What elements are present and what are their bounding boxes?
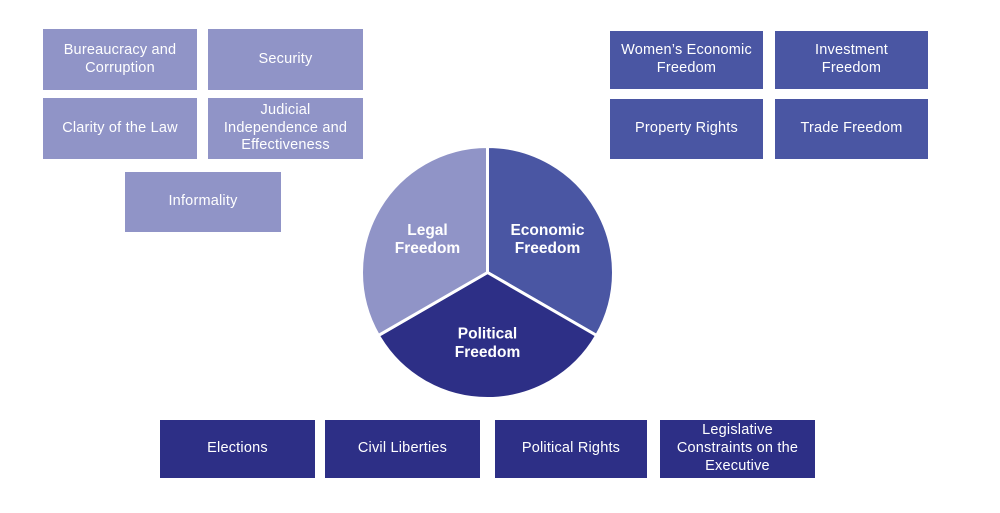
box-label: Clarity of the Law bbox=[62, 119, 178, 136]
pie-slice-legal-freedom bbox=[360, 145, 489, 337]
box-bureaucracy-and-corruption: Bureaucracy and Corruption bbox=[43, 29, 197, 90]
box-label: Bureaucracy and Corruption bbox=[63, 41, 177, 76]
box-label: Security bbox=[258, 50, 313, 67]
box-label: Informality bbox=[168, 193, 238, 210]
box-informality: Informality bbox=[125, 172, 281, 232]
box-label: Elections bbox=[207, 440, 268, 457]
pie-slice-economic-freedom bbox=[486, 145, 615, 337]
box-judicial-independence-and-effectiveness: Judicial Independence and Effectiveness bbox=[208, 98, 363, 159]
box-political-rights: Political Rights bbox=[495, 420, 647, 478]
box-civil-liberties: Civil Liberties bbox=[325, 420, 480, 478]
box-womens-economic-freedom: Women’s Economic Freedom bbox=[610, 31, 763, 89]
box-label: Political Rights bbox=[521, 440, 621, 457]
box-investment-freedom: Investment Freedom bbox=[775, 31, 928, 89]
box-label: Civil Liberties bbox=[357, 440, 448, 457]
box-label: Investment Freedom bbox=[815, 42, 888, 76]
box-label: Judicial Independence and Effectiveness bbox=[223, 101, 348, 154]
box-label: Women’s Economic Freedom bbox=[621, 42, 752, 76]
pie-slice-political-freedom bbox=[376, 271, 599, 400]
box-property-rights: Property Rights bbox=[610, 99, 763, 159]
box-label: Property Rights bbox=[635, 120, 738, 137]
box-clarity-of-the-law: Clarity of the Law bbox=[43, 98, 197, 159]
box-trade-freedom: Trade Freedom bbox=[775, 99, 928, 159]
box-label: Trade Freedom bbox=[800, 120, 903, 137]
box-label: Legislative Constraints on the Executive bbox=[676, 422, 799, 474]
box-security: Security bbox=[208, 29, 363, 90]
box-legislative-constraints-on-the-executive: Legislative Constraints on the Executive bbox=[660, 420, 815, 478]
box-elections: Elections bbox=[160, 420, 315, 478]
